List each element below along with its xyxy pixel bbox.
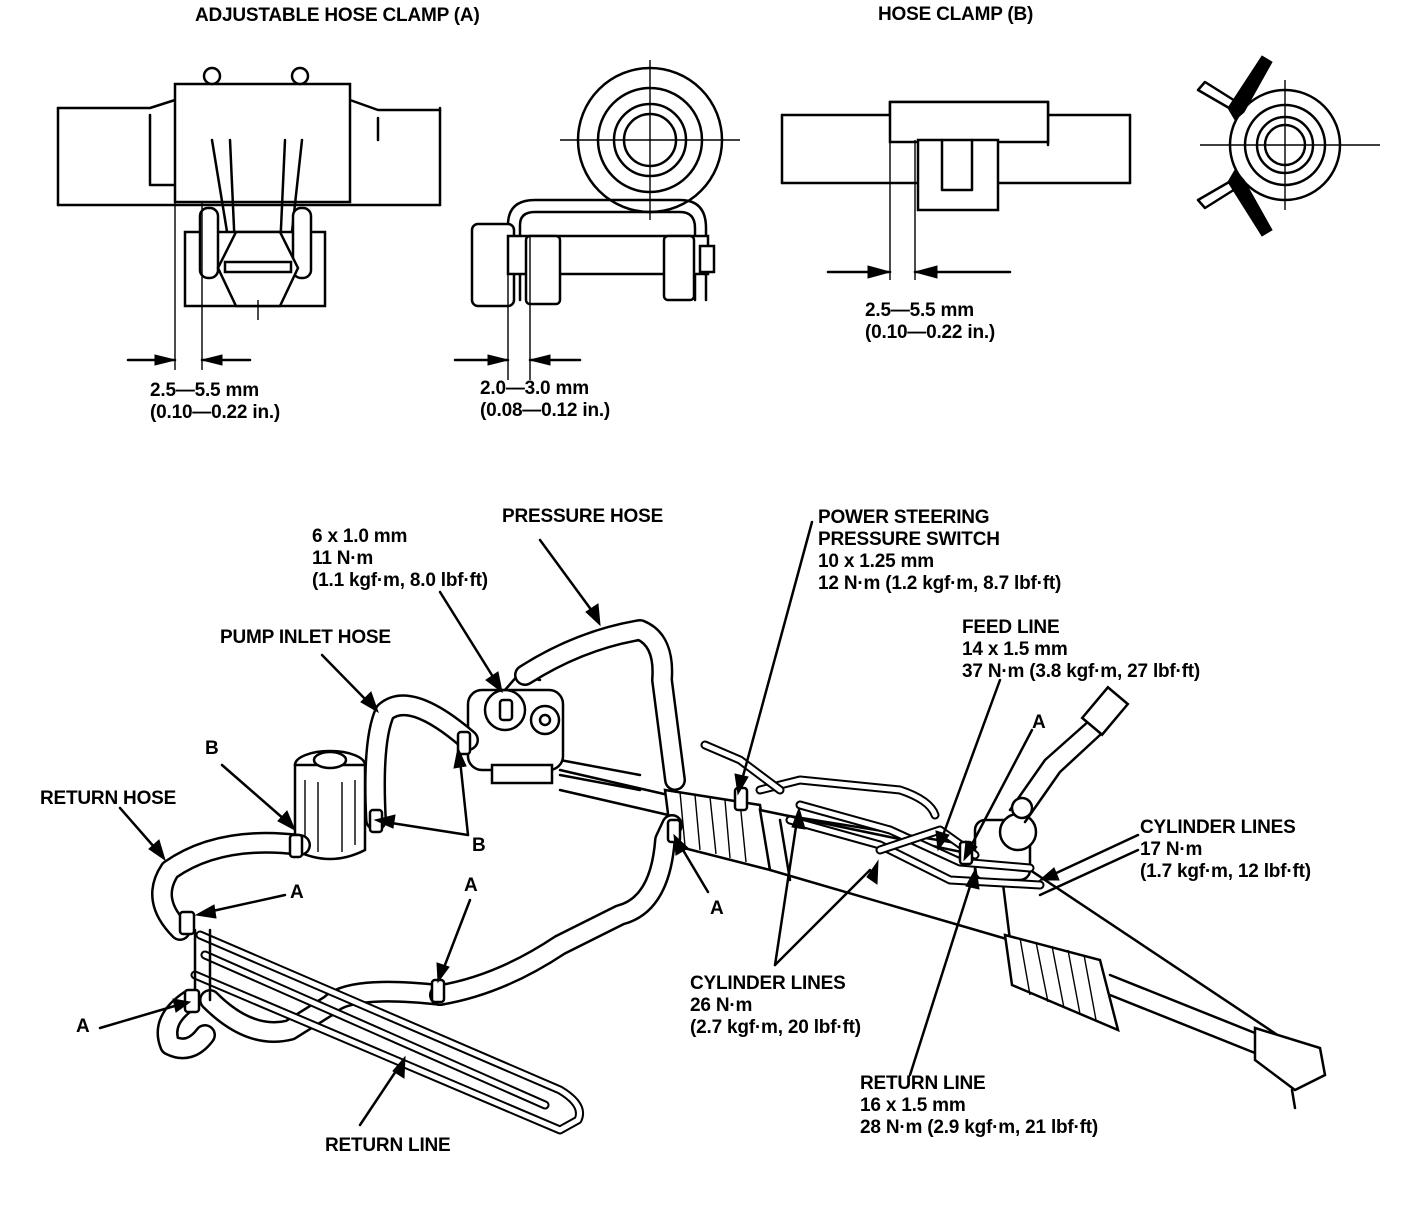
- hose-clamp-side-view: [780, 100, 1132, 280]
- clamp-a-callout: A: [1032, 712, 1046, 733]
- clamp-a-callout: A: [710, 898, 724, 919]
- torque-value: 12 N·m (1.2 kgf·m, 8.7 lbf·ft): [818, 573, 1062, 594]
- cylinder-lines-right-label: CYLINDER LINES 17 N·m (1.7 kgf·m, 12 lbf…: [1140, 817, 1311, 883]
- torque-imperial: (1.1 kgf·m, 8.0 lbf·ft): [312, 570, 488, 591]
- clamp-a-callout: A: [76, 1016, 90, 1037]
- leader-lines: [98, 520, 1140, 1127]
- bolt-size: 6 x 1.0 mm: [312, 526, 408, 547]
- dimension-imperial: (0.10—0.22 in.): [865, 322, 996, 343]
- label-line: CYLINDER LINES: [1140, 817, 1296, 838]
- clamp-b-callout: B: [472, 835, 486, 856]
- bolt-size: 14 x 1.5 mm: [962, 639, 1068, 660]
- return-line-cooler: [190, 928, 584, 1135]
- adjustable-clamp-end-view: [453, 60, 740, 380]
- torque-imperial: (1.7 kgf·m, 12 lbf·ft): [1140, 861, 1311, 882]
- return-line-right-label: RETURN LINE 16 x 1.5 mm 28 N·m (2.9 kgf·…: [860, 1073, 1098, 1139]
- label-line: POWER STEERING: [818, 507, 990, 528]
- clamp-b-callout: B: [205, 738, 219, 759]
- pressure-hose-label: PRESSURE HOSE: [502, 506, 664, 527]
- torque-value: 26 N·m: [690, 995, 753, 1016]
- return-hose-label: RETURN HOSE: [40, 788, 177, 809]
- label-line: RETURN LINE: [860, 1073, 986, 1094]
- clamp-a-bolt-dimension: 2.0—3.0 mm (0.08—0.12 in.): [480, 378, 610, 422]
- power-steering-pump: [466, 673, 565, 785]
- return-line-lower-label: RETURN LINE: [325, 1135, 451, 1156]
- adjustable-clamp-title: ADJUSTABLE HOSE CLAMP (A): [195, 5, 480, 26]
- banjo-bolt-torque-label: 6 x 1.0 mm 11 N·m (1.1 kgf·m, 8.0 lbf·ft…: [312, 526, 488, 592]
- dimension-metric: 2.5—5.5 mm: [150, 380, 259, 401]
- dimension-imperial: (0.08—0.12 in.): [480, 400, 611, 421]
- hose-clamp-title: HOSE CLAMP (B): [878, 4, 1034, 25]
- clamp-a-callout: A: [464, 875, 478, 896]
- bolt-size: 10 x 1.25 mm: [818, 551, 934, 572]
- bolt-size: 16 x 1.5 mm: [860, 1095, 966, 1116]
- feed-line-label: FEED LINE 14 x 1.5 mm 37 N·m (3.8 kgf·m,…: [962, 617, 1200, 683]
- torque-imperial: (2.7 kgf·m, 20 lbf·ft): [690, 1017, 861, 1038]
- dimension-imperial: (0.10—0.22 in.): [150, 402, 281, 423]
- clamp-b-gap-dimension: 2.5—5.5 mm (0.10—0.22 in.): [865, 300, 995, 344]
- hoses: [151, 619, 686, 1060]
- dimension-metric: 2.0—3.0 mm: [480, 378, 589, 399]
- torque-value: 37 N·m (3.8 kgf·m, 27 lbf·ft): [962, 661, 1201, 682]
- label-line: FEED LINE: [962, 617, 1060, 638]
- cylinder-lines-lower-label: CYLINDER LINES 26 N·m (2.7 kgf·m, 20 lbf…: [690, 973, 861, 1039]
- torque-value: 17 N·m: [1140, 839, 1203, 860]
- torque-value: 28 N·m (2.9 kgf·m, 21 lbf·ft): [860, 1117, 1099, 1138]
- hose-clamp-end-view: [1196, 55, 1380, 237]
- label-line: PRESSURE SWITCH: [818, 529, 1000, 550]
- dimension-metric: 2.5—5.5 mm: [865, 300, 974, 321]
- label-line: CYLINDER LINES: [690, 973, 846, 994]
- torque-value: 11 N·m: [312, 548, 374, 569]
- reservoir: [293, 749, 367, 861]
- pump-inlet-hose-label: PUMP INLET HOSE: [220, 627, 391, 648]
- clamp-a-callout: A: [290, 882, 304, 903]
- clamp-a-gap-dimension: 2.5—5.5 mm (0.10—0.22 in.): [150, 380, 280, 424]
- cylinder-lines: [700, 740, 1045, 890]
- adjustable-clamp-side-view: [56, 66, 442, 370]
- pressure-switch-label: POWER STEERING PRESSURE SWITCH 10 x 1.25…: [818, 507, 1061, 595]
